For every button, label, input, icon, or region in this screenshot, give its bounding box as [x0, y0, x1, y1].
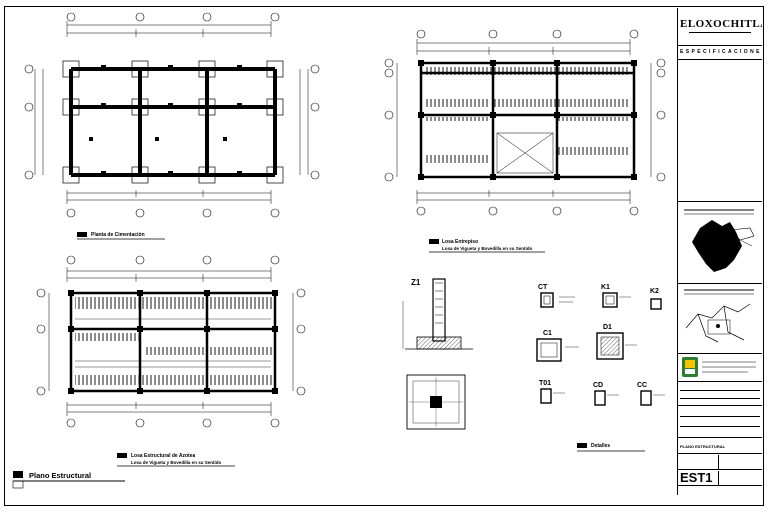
section-details: CT K1 K2 C1 D1 T01 CD CC [536, 284, 665, 406]
state-location-map [684, 209, 755, 272]
grid-letter-bubbles [24, 64, 320, 180]
state-map-panel [678, 202, 762, 284]
mezzanine-slab-plan: Losa Entrepiso Losa de Vigueta y Bovedil… [384, 29, 666, 253]
logo-panel [678, 354, 762, 382]
municipality-header: ELOXOCHITLÁN [678, 8, 762, 46]
details-title-text: Detalles [591, 443, 610, 449]
details-title: Detalles [577, 443, 645, 452]
specs-label: ESPECIFICACIONES [680, 49, 762, 55]
municipality-name: ELOXOCHITLÁN [680, 18, 762, 30]
detail-ct-label: CT [538, 284, 548, 291]
drawing-canvas: Planta de Cimentación [12, 12, 666, 489]
location-info [678, 406, 762, 438]
roof-slab-plan: Losa Estructural de Azotea Losa de Vigue… [36, 255, 306, 467]
grid-number-bubbles [66, 12, 280, 218]
detail-d1-label: D1 [603, 324, 612, 331]
mezzanine-subtitle: Losa de Vigueta y Bovedilla en su Sentid… [442, 246, 532, 251]
detail-t01-label: T01 [539, 380, 551, 387]
detail-cd-label: CD [593, 382, 603, 389]
locality-map [684, 289, 754, 343]
drawing-sheet: Planta de Cimentación [4, 6, 764, 506]
footing-detail-z1: Z1 [402, 278, 473, 430]
mezzanine-title: Losa Entrepiso [442, 239, 478, 245]
specs-area [678, 60, 762, 202]
foundation-plan-title: Planta de Cimentación [91, 232, 145, 238]
title-block: ELOXOCHITLÁN ESPECIFICACIONES [677, 8, 762, 495]
detail-k2-label: K2 [650, 288, 659, 295]
detail-cc-label: CC [637, 382, 647, 389]
roof-subtitle: Losa de Vigueta y Bovedilla en su Sentid… [131, 460, 221, 465]
drawing-name-row: PLANO ESTRUCTURAL [678, 438, 762, 454]
scale-row [678, 454, 762, 470]
drawing-name: PLANO ESTRUCTURAL [680, 444, 726, 449]
sheet-code: EST1 [680, 471, 720, 485]
detail-z1-label: Z1 [411, 278, 421, 287]
roof-title: Losa Estructural de Azotea [131, 453, 195, 459]
sheet-title-text: Plano Estructural [29, 471, 91, 480]
municipal-logo [682, 357, 756, 377]
foundation-plan: Planta de Cimentación [24, 12, 320, 240]
sheet-title: Plano Estructural [12, 471, 125, 489]
sheet-code-row: EST1 [678, 470, 762, 486]
specs-header: ESPECIFICACIONES [678, 46, 762, 60]
project-info [678, 382, 762, 406]
detail-c1-label: C1 [543, 330, 552, 337]
locality-map-panel [678, 284, 762, 354]
detail-k1-label: K1 [601, 284, 610, 291]
